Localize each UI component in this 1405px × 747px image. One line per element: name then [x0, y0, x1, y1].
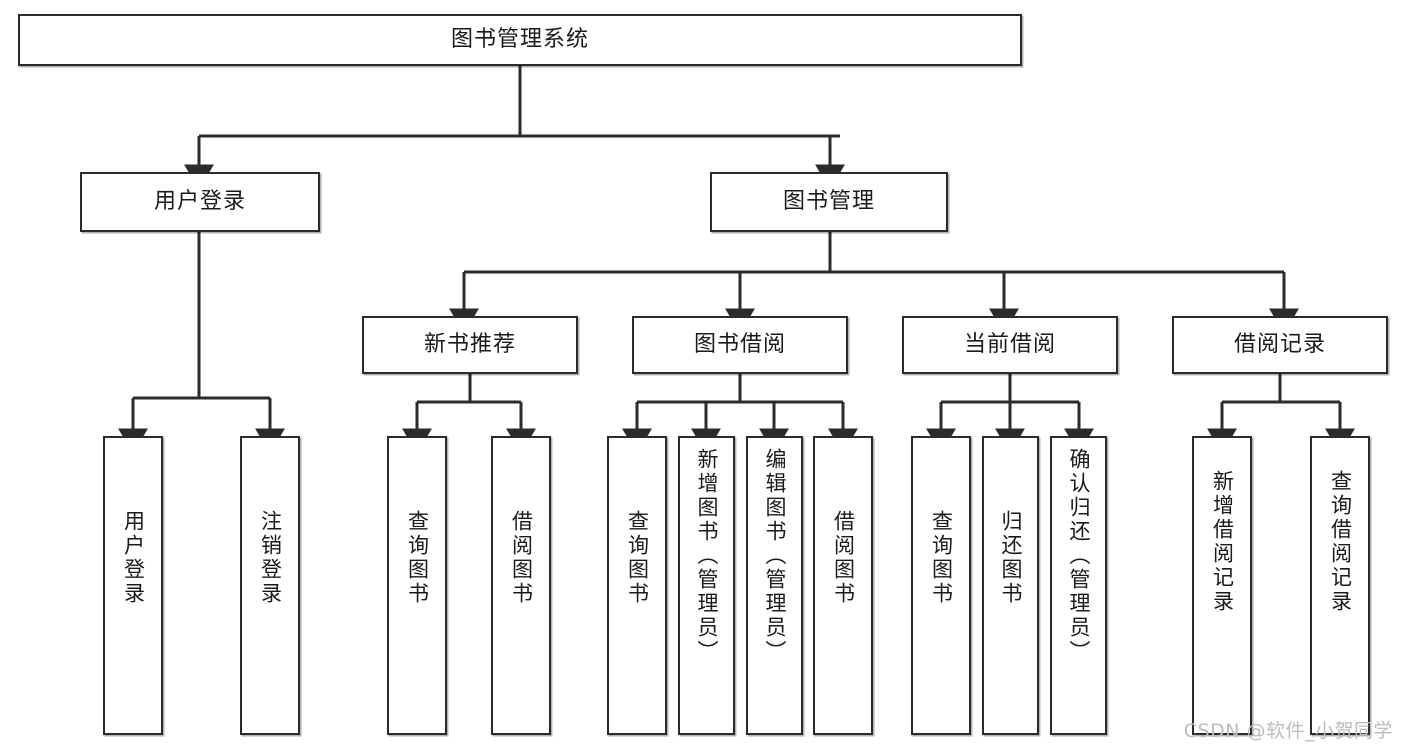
node-new-book-recommend-label: 新书推荐	[423, 332, 516, 358]
leaf-query-book-current-label: 查询图书	[929, 510, 954, 606]
leaf-return-book[interactable]: 归还图书	[982, 436, 1039, 735]
leaf-confirm-return-admin[interactable]: 确认归还（管理员）	[1050, 436, 1107, 735]
leaf-logout[interactable]: 注销登录	[240, 436, 300, 735]
leaf-borrow-book-borrow-label: 借阅图书	[831, 510, 856, 606]
node-book-management-label: 图书管理	[782, 189, 875, 215]
leaf-logout-label: 注销登录	[258, 510, 283, 606]
node-book-borrow[interactable]: 图书借阅	[632, 316, 848, 374]
leaf-query-book-borrow[interactable]: 查询图书	[607, 436, 667, 735]
node-current-borrow-label: 当前借阅	[963, 332, 1056, 358]
leaf-confirm-return-admin-label: 确认归还（管理员）	[1067, 448, 1091, 664]
leaf-return-book-label: 归还图书	[999, 510, 1023, 606]
node-root-label: 图书管理系统	[450, 27, 589, 53]
leaf-query-book-current[interactable]: 查询图书	[911, 436, 971, 735]
leaf-add-book-admin[interactable]: 新增图书（管理员）	[678, 436, 735, 735]
node-current-borrow[interactable]: 当前借阅	[902, 316, 1118, 374]
leaf-borrow-book-newbook[interactable]: 借阅图书	[491, 436, 551, 735]
leaf-query-book-newbook-label: 查询图书	[405, 510, 430, 606]
node-root[interactable]: 图书管理系统	[18, 14, 1022, 66]
leaf-add-borrow-record-label: 新增借阅记录	[1210, 470, 1235, 614]
leaf-borrow-book-borrow[interactable]: 借阅图书	[813, 436, 873, 735]
leaf-add-book-admin-label: 新增图书（管理员）	[695, 448, 719, 664]
node-book-borrow-label: 图书借阅	[693, 332, 786, 358]
leaf-add-borrow-record[interactable]: 新增借阅记录	[1192, 436, 1252, 735]
leaf-query-book-newbook[interactable]: 查询图书	[387, 436, 447, 735]
leaf-edit-book-admin-label: 编辑图书（管理员）	[763, 448, 787, 664]
leaf-user-login[interactable]: 用户登录	[103, 436, 163, 735]
node-new-book-recommend[interactable]: 新书推荐	[362, 316, 578, 374]
leaf-query-book-borrow-label: 查询图书	[625, 510, 650, 606]
node-user-login[interactable]: 用户登录	[80, 172, 320, 232]
node-borrow-record[interactable]: 借阅记录	[1172, 316, 1388, 374]
leaf-query-borrow-record-label: 查询借阅记录	[1328, 470, 1353, 614]
leaf-query-borrow-record[interactable]: 查询借阅记录	[1310, 436, 1370, 735]
node-book-management[interactable]: 图书管理	[710, 172, 948, 232]
leaf-edit-book-admin[interactable]: 编辑图书（管理员）	[746, 436, 803, 735]
leaf-user-login-label: 用户登录	[121, 510, 146, 606]
node-borrow-record-label: 借阅记录	[1233, 332, 1326, 358]
leaf-borrow-book-newbook-label: 借阅图书	[509, 510, 534, 606]
node-user-login-label: 用户登录	[153, 189, 246, 215]
